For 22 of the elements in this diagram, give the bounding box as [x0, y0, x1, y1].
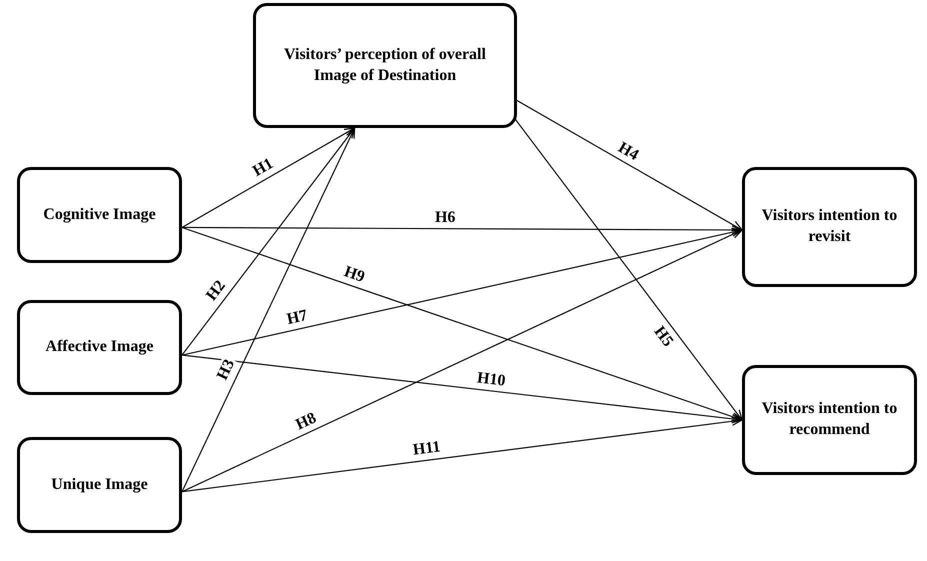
arrow: [516, 100, 743, 231]
arrow: [182, 127, 356, 356]
construct-name: Unique Image: [50, 474, 149, 495]
arrow: [182, 416, 743, 492]
construct-box: [742, 167, 917, 287]
construct-name: Cognitive Image: [42, 204, 157, 225]
construct-box: [253, 3, 517, 128]
arrow: [182, 226, 743, 422]
arrow: [182, 229, 743, 492]
construct-box: [742, 365, 917, 475]
construct-name: Affective Image: [44, 337, 154, 358]
construct-box: [17, 437, 182, 533]
construct-name: Visitors intention to recommend: [760, 399, 898, 440]
arrow: [182, 127, 356, 492]
arrow: [182, 354, 743, 424]
arrow: [182, 127, 356, 228]
arrow: [182, 228, 743, 356]
arrow: [514, 118, 743, 421]
construct-name: Visitors intention to revisit: [760, 206, 898, 247]
construct-box: [17, 300, 182, 395]
construct-box: [17, 167, 182, 263]
construct-name: Visitors’ perception of overall Image of Destination: [283, 44, 487, 86]
